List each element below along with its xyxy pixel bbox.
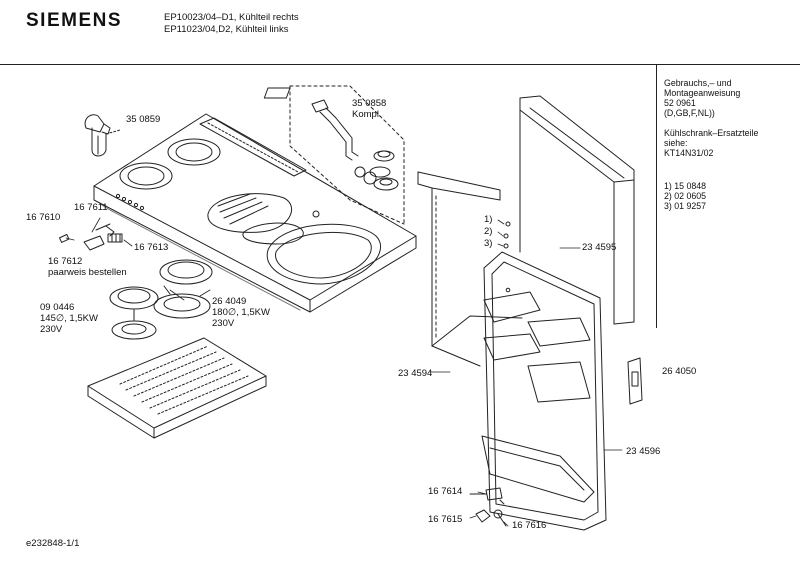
label-234594: 23 4594 <box>398 368 433 379</box>
leader-lines <box>66 218 622 526</box>
label-167612-note: paarweis bestellen <box>48 267 127 278</box>
door-handle-264050 <box>628 358 642 404</box>
label-167612: 16 7612 <box>48 256 83 267</box>
terminal-parts <box>60 224 122 250</box>
hotplate-264049 <box>154 260 212 318</box>
label-167614: 16 7614 <box>428 486 463 497</box>
label-234596: 23 4596 <box>626 446 661 457</box>
model-line-1: EP10023/04–D1, Kühlteil rechts <box>164 12 299 23</box>
label-167610: 16 7610 <box>26 212 61 223</box>
label-350859: 35 0859 <box>126 114 161 125</box>
reference-3: 3) 01 9257 <box>664 201 707 211</box>
document-id: e232848-1/1 <box>26 538 80 549</box>
label-167615: 16 7615 <box>428 514 463 525</box>
label-167616: 16 7616 <box>512 520 547 531</box>
door-hinge-parts <box>470 222 510 526</box>
header-divider <box>0 64 800 65</box>
callout-1: 1) <box>484 214 493 225</box>
worktop-sink-unit <box>94 114 416 312</box>
manual-line-1: Gebrauchs,– und <box>664 78 732 88</box>
spare-parts-line-3: KT14N31/02 <box>664 148 714 158</box>
label-264050: 26 4050 <box>662 366 697 377</box>
label-350858: 35 0858 <box>352 98 387 109</box>
brand-logo: SIEMENS <box>26 10 123 31</box>
label-090446-voltage: 230V <box>40 324 63 335</box>
spare-parts-line-2: siehe: <box>664 138 688 148</box>
reference-1: 1) 15 0848 <box>664 181 707 191</box>
callout-2: 2) <box>484 226 493 237</box>
label-167611: 16 7611 <box>74 202 108 213</box>
label-264049-spec: 180∅, 1,5KW <box>212 307 270 318</box>
model-line-2: EP11023/04,D2, Kühlteil links <box>164 24 289 35</box>
label-090446: 09 0446 <box>40 302 75 313</box>
label-264049: 26 4049 <box>212 296 247 307</box>
fridge-cabinet-234594 <box>418 172 522 366</box>
fridge-back-panel-234595 <box>520 96 634 324</box>
callout-3: 3) <box>484 238 493 249</box>
drain-assembly-350858 <box>264 86 404 224</box>
manual-line-3: 52 0961 <box>664 98 696 108</box>
sidebar-divider <box>656 64 657 328</box>
manual-line-2: Montageanweisung <box>664 88 741 98</box>
label-090446-spec: 145∅, 1,5KW <box>40 313 98 324</box>
spare-parts-line-1: Kühlschrank–Ersatzteile <box>664 128 759 138</box>
hotplate-090446 <box>110 287 158 339</box>
manual-line-4: (D,GB,F,NL)) <box>664 108 715 118</box>
fridge-door-234596 <box>482 252 606 530</box>
label-350858-kompl: Kompl. <box>352 109 382 120</box>
valve-part-350859 <box>85 115 120 156</box>
ventilation-grill <box>88 338 266 438</box>
label-264049-voltage: 230V <box>212 318 235 329</box>
label-167613: 16 7613 <box>134 242 169 253</box>
reference-2: 2) 02 0605 <box>664 191 707 201</box>
label-234595: 23 4595 <box>582 242 617 253</box>
